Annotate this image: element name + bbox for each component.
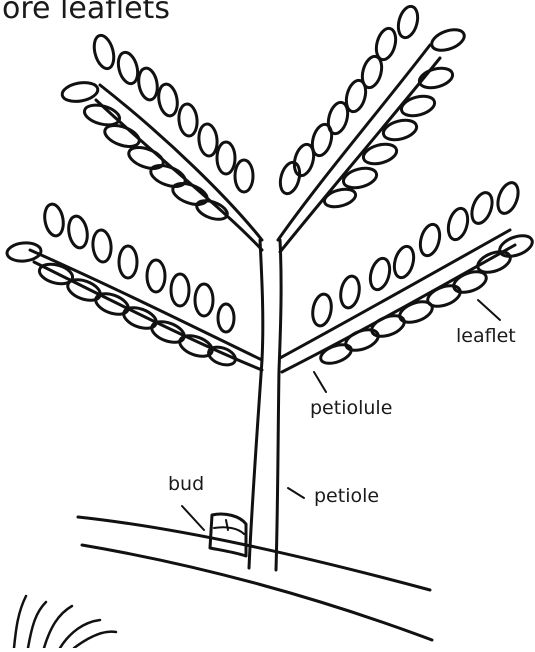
petiole-rachis [249,240,281,570]
stem [78,517,432,640]
leader-bud [182,506,204,530]
leaflets-upper-left [61,33,253,223]
diagram-title: ore leaflets [2,0,170,26]
leaflets-upper-right [277,4,467,210]
leader-leaflet [478,300,500,320]
label-petiolule: petiolule [310,397,392,419]
leader-petiolule [314,372,326,392]
label-leaflet: leaflet [456,325,516,347]
label-bud: bud [168,473,204,495]
leader-petiole [288,488,304,498]
bud [210,514,246,556]
grass-tuft [14,596,116,648]
pinna-upper-right [278,45,440,252]
label-petiole: petiole [314,485,379,507]
